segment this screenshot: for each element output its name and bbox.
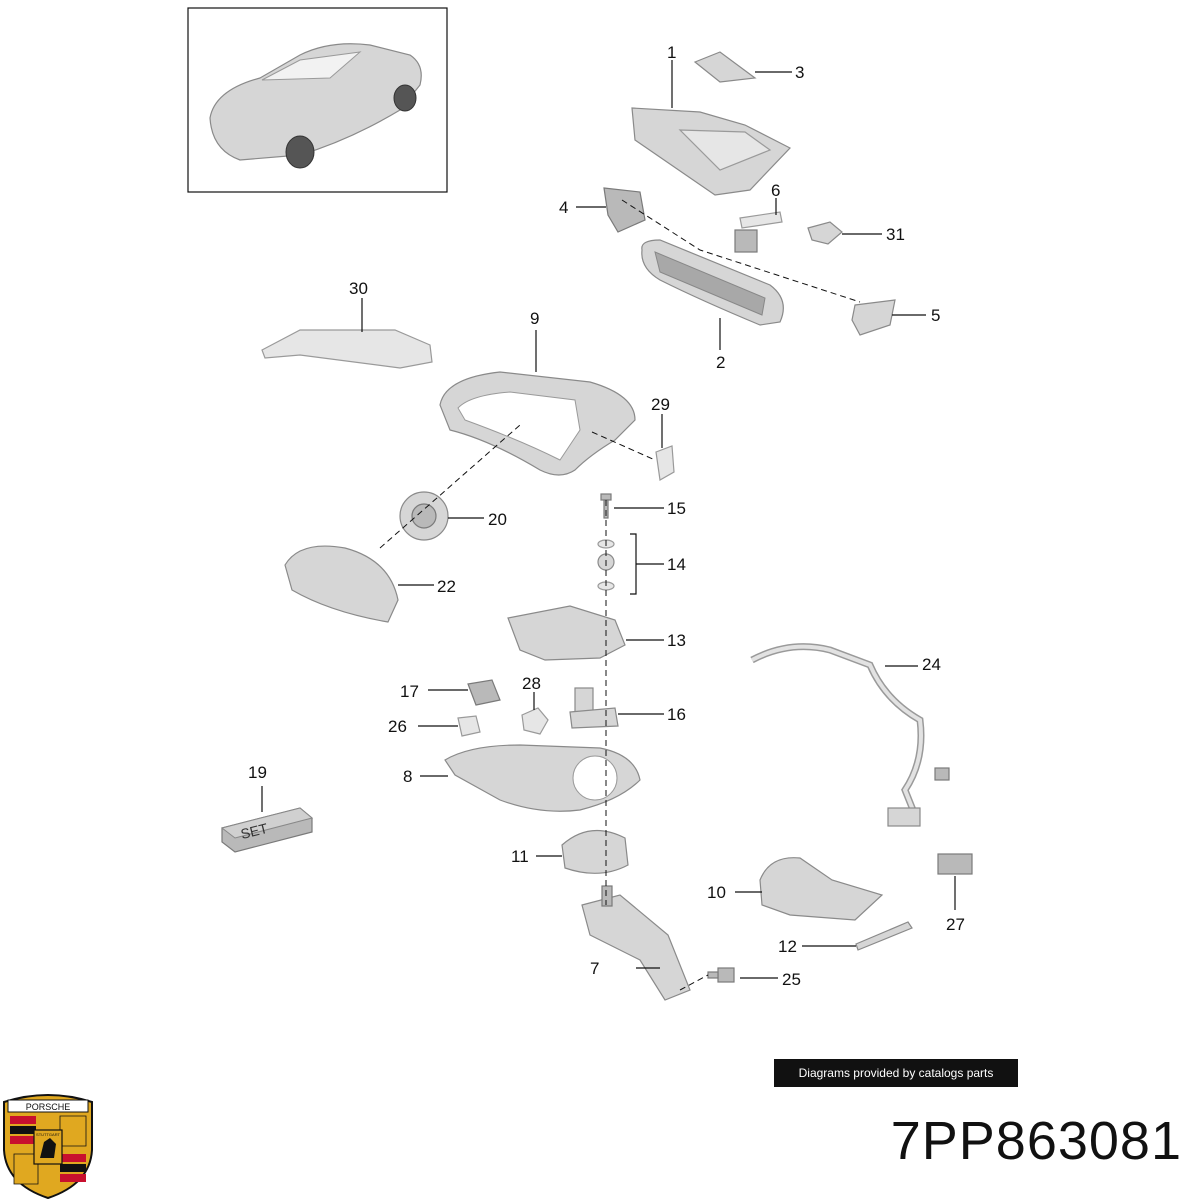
part-7-arm: [581, 885, 691, 1001]
callout-27: 27: [946, 915, 965, 934]
callout-29: 29: [651, 395, 670, 414]
part-27-connector: [937, 853, 973, 875]
callout-17: 17: [400, 682, 419, 701]
callout-7: 7: [590, 959, 599, 978]
part-24-harness: [750, 643, 950, 827]
callout-20: 20: [488, 510, 507, 529]
part-4-trim: [603, 187, 646, 233]
part-13-bracket: [507, 605, 626, 661]
part-9-housing: [439, 371, 636, 476]
assembly-lines: [379, 199, 861, 991]
callout-30: 30: [349, 279, 368, 298]
part-6-clip: [739, 211, 783, 229]
part-11-gasket: [561, 829, 629, 874]
callout-1: 1: [667, 43, 676, 62]
callout-10: 10: [707, 883, 726, 902]
part-22-glass: [284, 545, 399, 623]
part-2-mirror-glass: [641, 229, 784, 326]
part-29-cap: [655, 445, 675, 481]
callout-11: 11: [511, 847, 529, 866]
part-5-end-cap: [851, 299, 896, 336]
callout-24: 24: [922, 655, 941, 674]
part-8-lower-housing: [444, 744, 641, 812]
part-28-lens: [521, 707, 549, 735]
callout-5: 5: [931, 306, 940, 325]
callout-22: 22: [437, 577, 456, 596]
part-number: 7PP863081: [890, 1111, 1182, 1171]
callout-31: 31: [886, 225, 905, 244]
vehicle-overview: [187, 7, 448, 193]
porsche-crest-logo: PORSCHE STUTTGART: [3, 1094, 93, 1200]
logo-city: STUTTGART: [36, 1132, 60, 1137]
callout-6: 6: [771, 181, 780, 200]
callout-25: 25: [782, 970, 801, 989]
callout-16: 16: [667, 705, 686, 724]
callout-13: 13: [667, 631, 686, 650]
part-30-strip: [261, 329, 433, 369]
callout-12: 12: [778, 937, 797, 956]
callout-9: 9: [530, 309, 539, 328]
callout-19: 19: [248, 763, 267, 782]
part-16-motor: [569, 687, 619, 729]
callout-14: 14: [667, 555, 686, 574]
logo-text: PORSCHE: [26, 1102, 71, 1112]
callout-2: 2: [716, 353, 725, 372]
set-label: SET: [239, 820, 270, 842]
leader-lines: [261, 60, 956, 979]
callout-4: 4: [559, 198, 568, 217]
part-17-actuator: [467, 679, 501, 706]
part-3-bracket: [693, 51, 757, 83]
callout-28: 28: [522, 674, 541, 693]
callout-3: 3: [795, 63, 804, 82]
credit-banner: Diagrams provided by catalogs parts: [774, 1059, 1018, 1087]
part-10-cover: [759, 857, 884, 921]
part-20-motor: [399, 491, 449, 541]
part-1-cover: [631, 107, 791, 196]
callout-8: 8: [403, 767, 412, 786]
callout-labels: 1 2 3 4 5 6 7 8 9 10 11 12 13 14 15 16 1…: [248, 43, 965, 989]
part-12-strip: [855, 921, 913, 951]
callout-26: 26: [388, 717, 407, 736]
part-31-sensor: [807, 221, 843, 245]
part-25-screw: [707, 967, 735, 983]
callout-15: 15: [667, 499, 686, 518]
part-26-light: [457, 715, 481, 737]
part-19-set: SET: [220, 807, 314, 853]
